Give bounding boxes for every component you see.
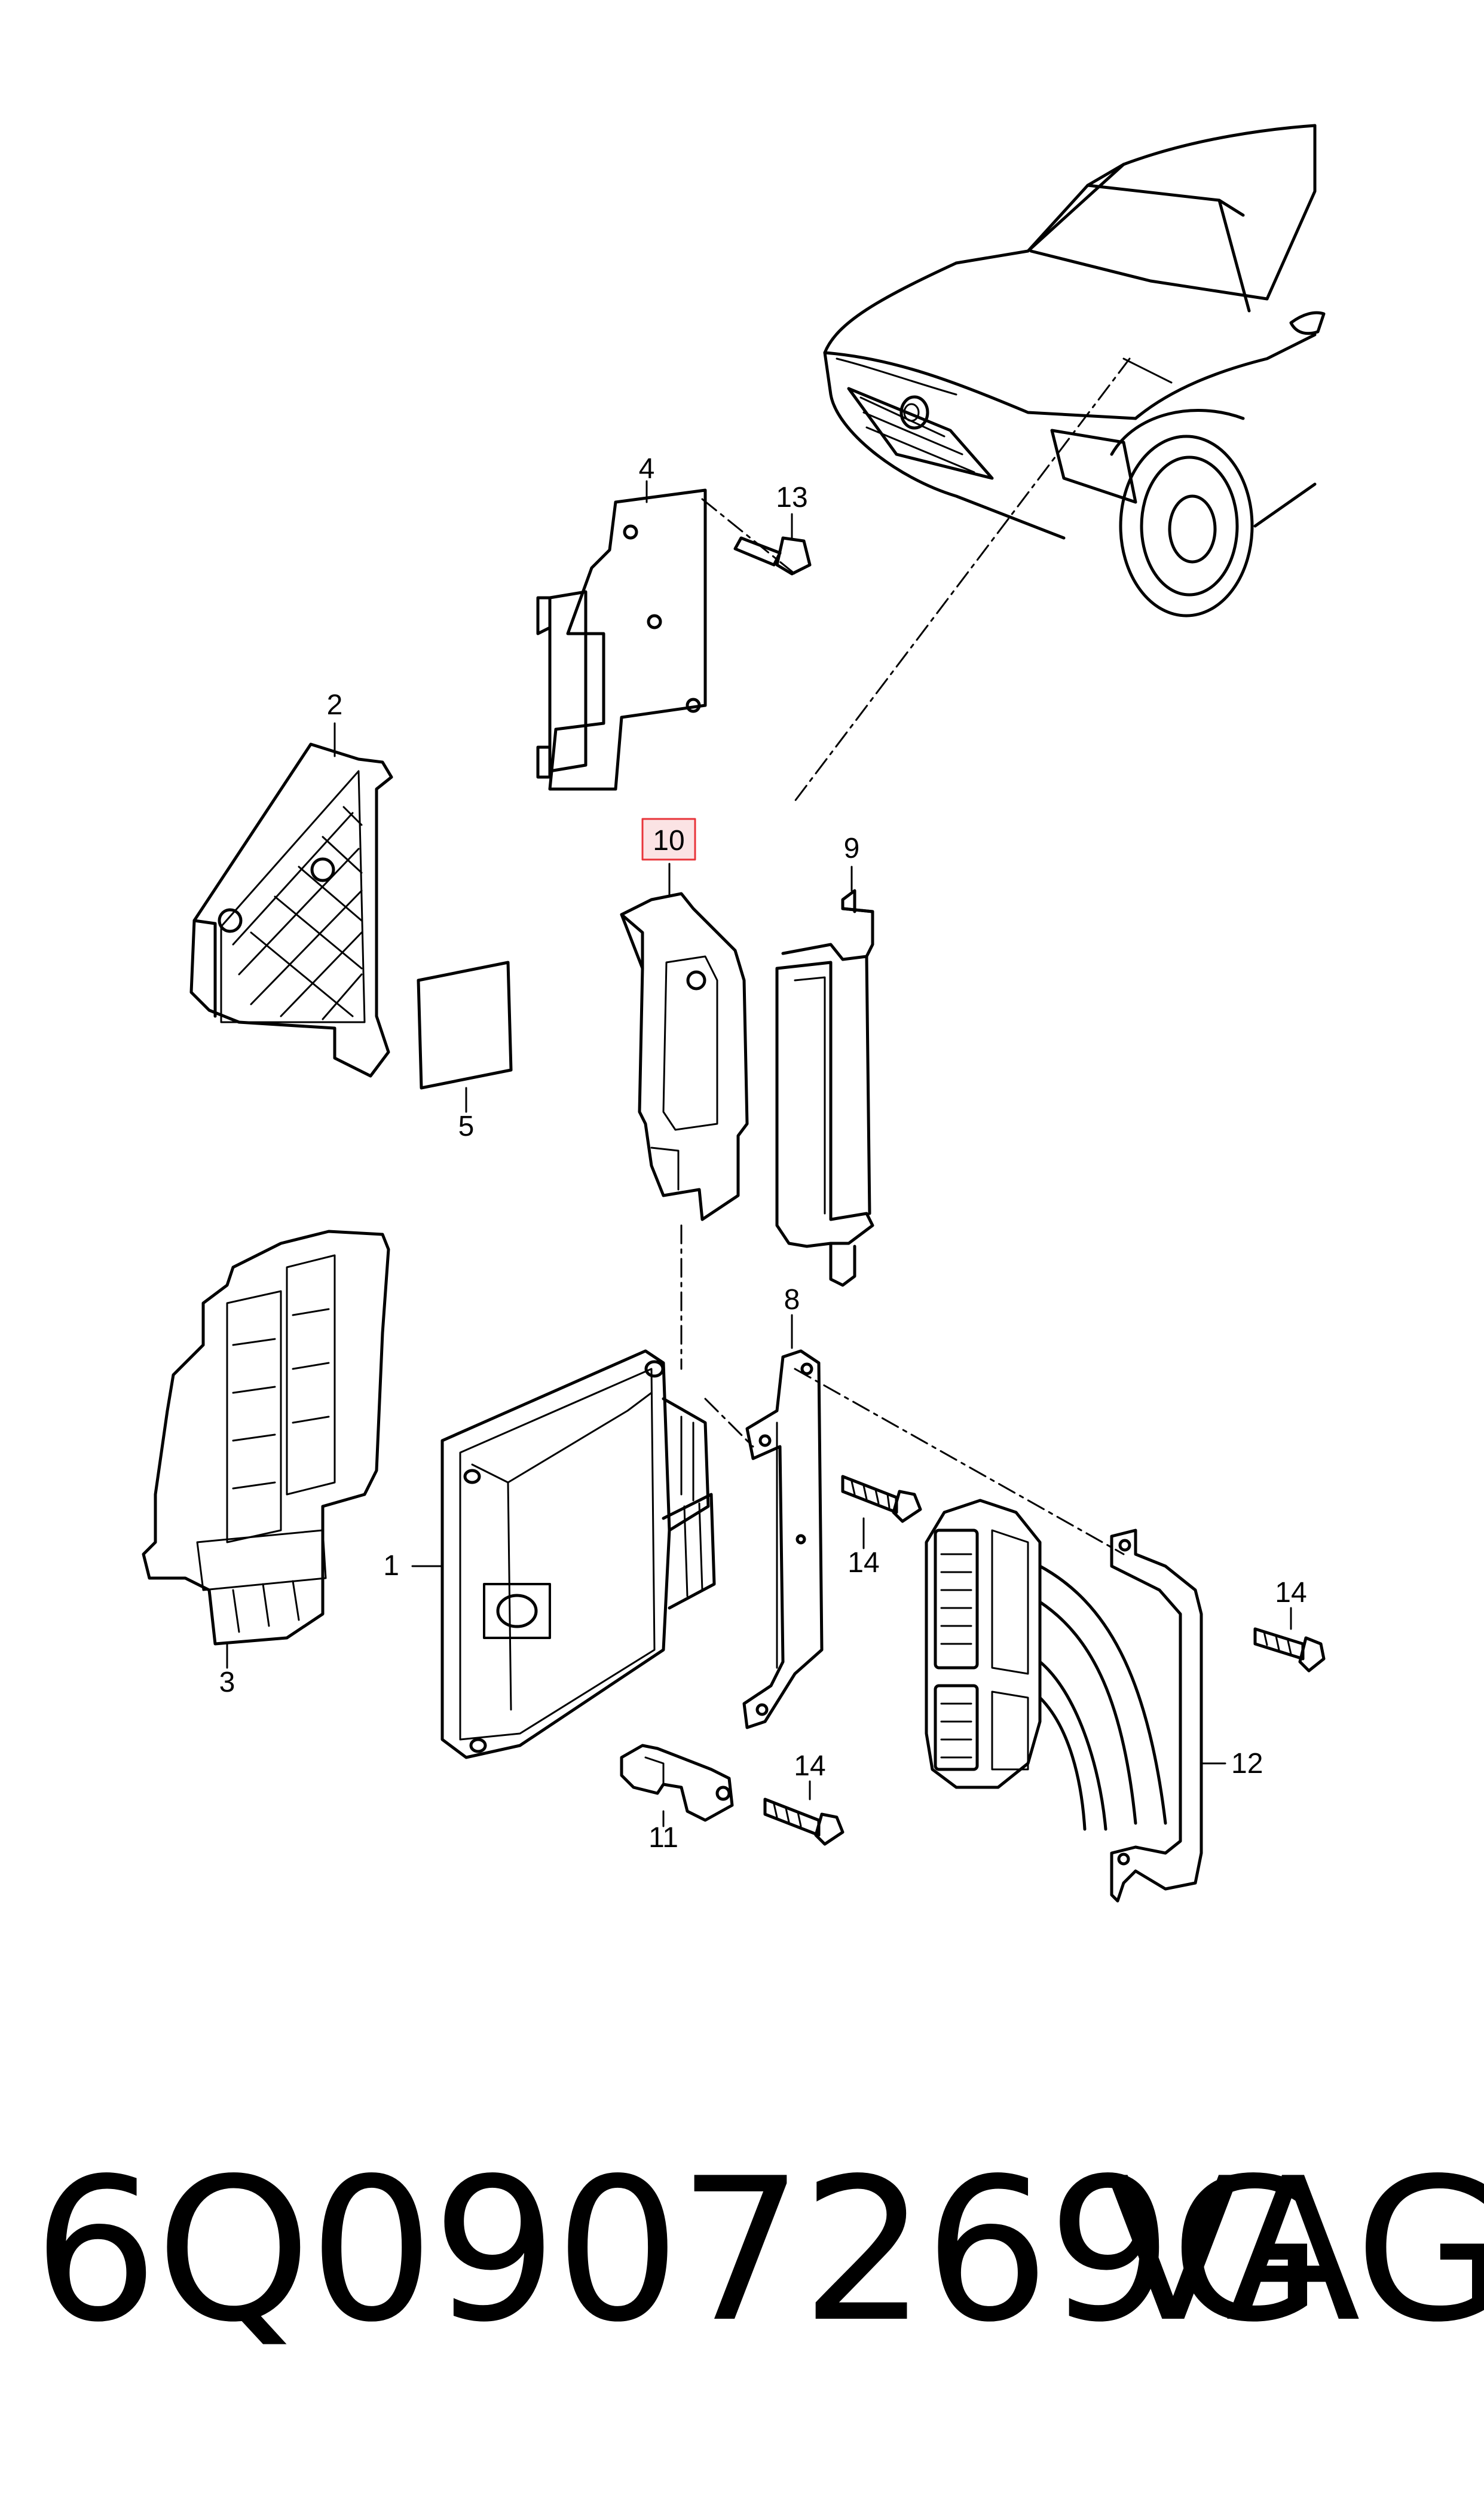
part-3-housing <box>142 1230 390 1669</box>
callout-10: 10 <box>653 825 684 857</box>
exploded-parts-diagram: 1 2 3 4 5 8 9 11 12 13 14 14 14 10 <box>142 124 1326 1903</box>
car-illustration <box>823 124 1326 617</box>
dash-dot-guides <box>680 357 1131 1555</box>
part-11-clip <box>620 1744 734 1827</box>
screw-14-bottom <box>763 1780 844 1846</box>
callout-12: 12 <box>1231 1748 1263 1780</box>
part-4-bracket <box>536 480 707 791</box>
part-9-rail <box>775 866 874 1287</box>
callout-3: 3 <box>219 1667 235 1698</box>
part-10-bracket <box>620 863 749 1221</box>
part-13-bolt <box>733 513 812 576</box>
part-12-bracket <box>1110 1528 1226 1903</box>
callout-2: 2 <box>327 689 343 721</box>
callout-5: 5 <box>458 1111 475 1142</box>
callout-4: 4 <box>639 453 655 485</box>
callout-14-center: 14 <box>847 1547 879 1579</box>
screw-14-center <box>841 1475 922 1549</box>
callout-11: 11 <box>648 1822 678 1854</box>
part-8-bracket <box>742 1314 824 1729</box>
callout-14-bottom: 14 <box>794 1750 825 1782</box>
callout-labels: 1 2 3 4 5 8 9 11 12 13 14 14 14 <box>219 453 1307 1854</box>
part-number: 6Q0907269G <box>33 2136 1323 2365</box>
callout-13: 13 <box>776 482 807 513</box>
screw-14-right <box>1253 1607 1326 1673</box>
callout-1: 1 <box>383 1550 399 1582</box>
part-5-pad <box>417 961 513 1113</box>
connector-plugs <box>925 1499 1167 1831</box>
part-1-control-unit <box>411 1349 716 1759</box>
callout-14-right: 14 <box>1275 1577 1306 1609</box>
callout-8: 8 <box>784 1284 800 1316</box>
footer: 6Q0907269G VAG <box>0 2128 1484 2379</box>
callout-10-highlight: 10 <box>641 818 696 861</box>
part-2-grid-panel <box>189 722 393 1078</box>
callout-9: 9 <box>844 833 860 864</box>
brand-label: VAG <box>1106 2136 1484 2365</box>
